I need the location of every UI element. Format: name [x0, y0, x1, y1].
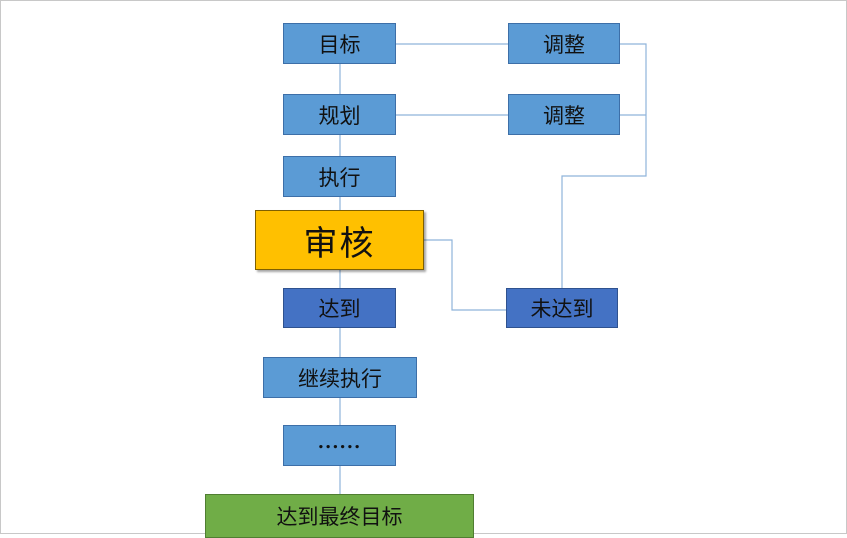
node-adjust-second: 调整: [508, 94, 620, 135]
node-ellipsis: ......: [283, 425, 396, 466]
node-adjust-top: 调整: [508, 23, 620, 64]
node-execute: 执行: [283, 156, 396, 197]
node-plan: 规划: [283, 94, 396, 135]
node-not-achieved: 未达到: [506, 288, 618, 328]
node-review: 审核: [255, 210, 424, 270]
node-achieved: 达到: [283, 288, 396, 328]
connector-adjust-bracket: [561, 43, 647, 288]
connector-review-not-achieved: [424, 239, 506, 311]
node-final-goal: 达到最终目标: [205, 494, 474, 538]
node-continue-execute: 继续执行: [263, 357, 417, 398]
node-goal: 目标: [283, 23, 396, 64]
